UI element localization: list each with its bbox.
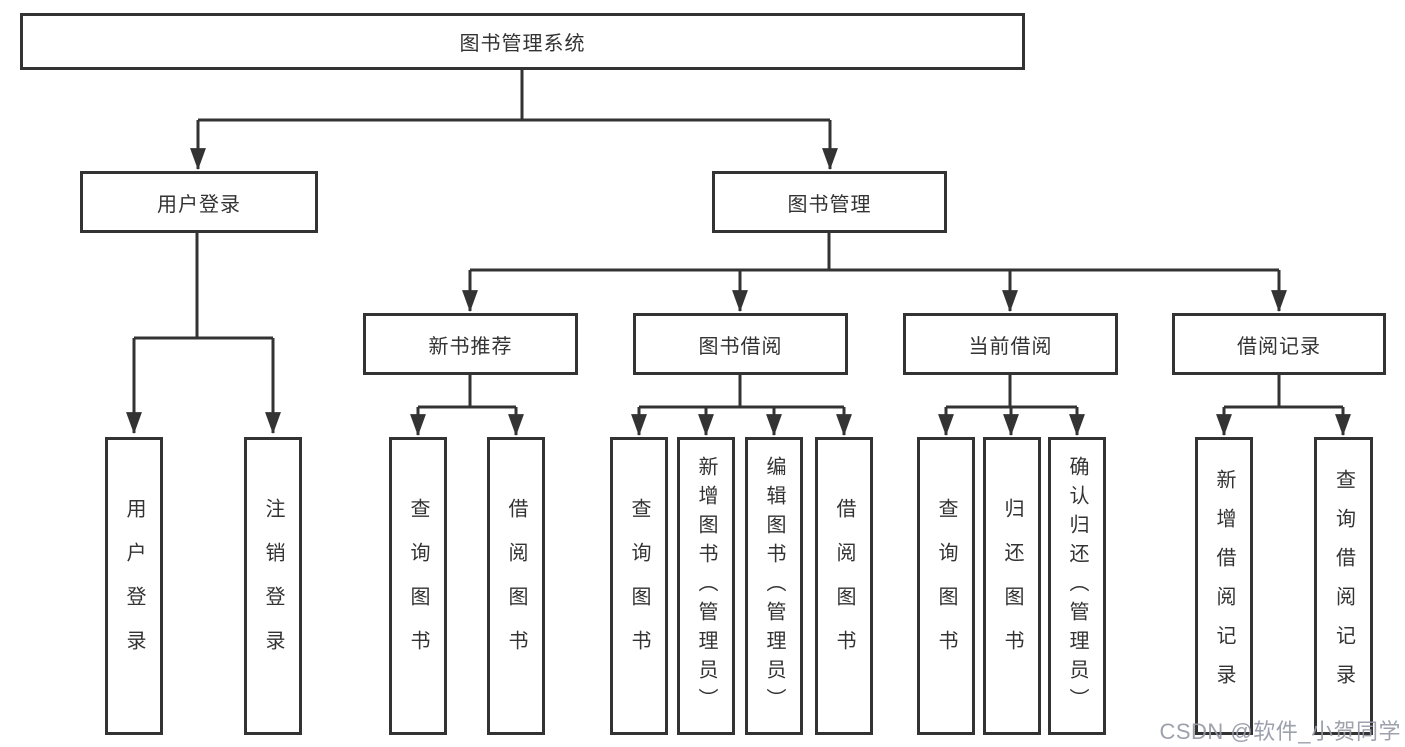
node-label: 图书借阅 <box>698 335 783 358</box>
leaf-label: 注销登录 <box>262 498 284 674</box>
node-label: 新书推荐 <box>428 335 513 358</box>
leaf-label: 新增借阅记录 <box>1213 469 1235 703</box>
leaf-add-books-admin: 新增图书（管理员） <box>677 437 735 735</box>
edge-root-trunk <box>198 70 830 122</box>
edge-book-mgmt-trunk <box>470 233 1279 272</box>
leaf-user-login: 用户登录 <box>105 437 163 735</box>
leaf-query-books-borrow: 查询图书 <box>610 437 668 735</box>
leaf-label: 查询图书 <box>935 498 957 674</box>
leaf-label: 查询借阅记录 <box>1332 469 1355 703</box>
node-label: 图书管理系统 <box>459 33 586 55</box>
node-label: 借阅记录 <box>1237 335 1321 358</box>
node-user-login: 用户登录 <box>80 171 318 233</box>
leaf-add-borrow-record: 新增借阅记录 <box>1195 437 1253 735</box>
leaf-confirm-return-admin: 确认归还（管理员） <box>1048 437 1106 735</box>
node-current-borrow: 当前借阅 <box>903 313 1118 375</box>
csdn-watermark: CSDN @软件_小贺同学 <box>1159 719 1401 744</box>
leaf-borrow-books: 借阅图书 <box>815 437 873 735</box>
leaf-borrow-books-recommend: 借阅图书 <box>487 437 545 735</box>
edge-borrow-records-trunk <box>1224 375 1343 409</box>
node-label: 图书管理 <box>787 193 872 216</box>
node-book-borrow: 图书借阅 <box>633 313 848 375</box>
leaf-edit-books-admin: 编辑图书（管理员） <box>745 437 803 735</box>
leaf-label: 查询图书 <box>628 498 650 674</box>
edge-current-borrow-trunk <box>946 375 1077 409</box>
leaf-label: 确认归还（管理员） <box>1066 455 1088 717</box>
node-borrow-records: 借阅记录 <box>1172 313 1386 375</box>
leaf-query-books-current: 查询图书 <box>917 437 975 735</box>
edge-book-borrow-trunk <box>639 375 844 409</box>
leaf-label: 查询图书 <box>407 498 429 674</box>
leaf-query-borrow-record: 查询借阅记录 <box>1314 437 1373 735</box>
leaf-query-books-recommend: 查询图书 <box>389 437 447 735</box>
node-root-library-system: 图书管理系统 <box>20 13 1025 70</box>
leaf-label: 借阅图书 <box>505 498 527 674</box>
node-label: 当前借阅 <box>968 335 1053 358</box>
node-book-management: 图书管理 <box>712 171 947 233</box>
leaf-logout: 注销登录 <box>244 437 302 735</box>
edge-new-book-trunk <box>418 375 516 409</box>
leaf-label: 编辑图书（管理员） <box>763 455 785 717</box>
leaf-label: 用户登录 <box>123 498 145 674</box>
leaf-label: 借阅图书 <box>833 498 855 674</box>
leaf-label: 归还图书 <box>1001 498 1023 674</box>
node-new-book-recommend: 新书推荐 <box>363 313 578 375</box>
leaf-label: 新增图书（管理员） <box>695 455 717 717</box>
edge-user-login-trunk <box>134 233 273 340</box>
node-label: 用户登录 <box>157 193 241 216</box>
leaf-return-books: 归还图书 <box>983 437 1041 735</box>
